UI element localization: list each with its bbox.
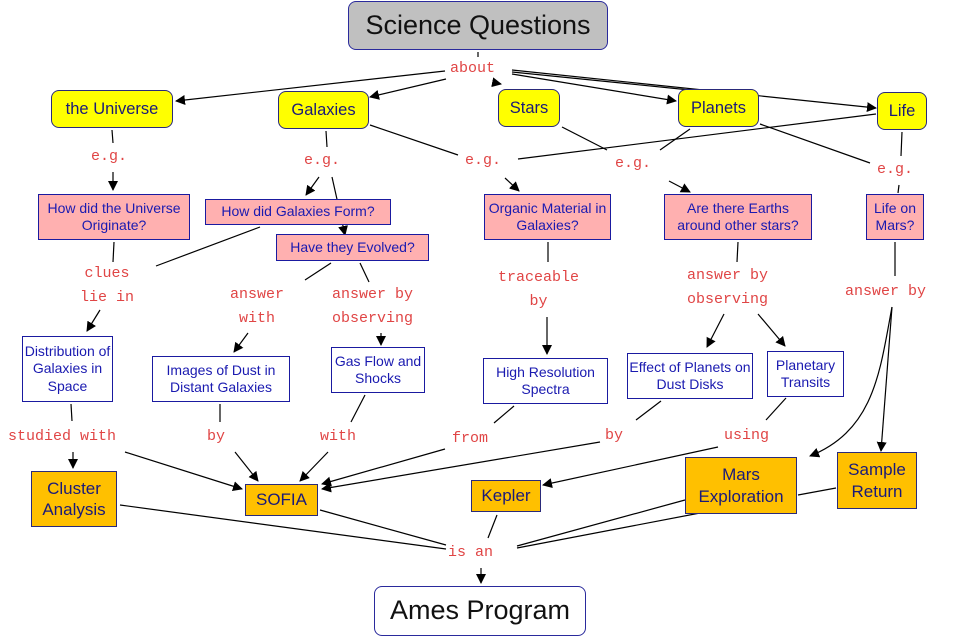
- link-label-eg-organic: e.g.: [465, 152, 502, 169]
- edge-kepler-isan: [487, 514, 498, 539]
- edge-from-sofia: [321, 448, 446, 487]
- edge-obs-transits: [757, 313, 786, 347]
- node-sample-return[interactable]: Sample Return: [837, 452, 917, 509]
- edge-galaxies-eg3: [369, 124, 459, 156]
- node-how-did-galaxies-form[interactable]: How did Galaxies Form?: [205, 199, 391, 225]
- link-label-with: with: [320, 428, 357, 445]
- edge-sofia-isan: [319, 509, 447, 546]
- node-mars-exploration[interactable]: Mars Exploration: [685, 457, 797, 514]
- edge-eg-q-earths: [668, 180, 691, 193]
- link-label-by-disks: by: [605, 427, 624, 444]
- edge-clues-distribution: [86, 309, 101, 332]
- edge-q-earths-answerby: [736, 241, 739, 263]
- node-earths-around-other-stars[interactable]: Are there Earths around other stars?: [664, 194, 812, 240]
- node-kepler[interactable]: Kepler: [471, 480, 541, 512]
- edge-obs-dustdisks: [706, 313, 725, 348]
- edge-transits-using: [765, 397, 787, 421]
- node-organic-material[interactable]: Organic Material in Galaxies?: [484, 194, 611, 240]
- node-planetary-transits[interactable]: Planetary Transits: [767, 351, 844, 397]
- node-sofia[interactable]: SOFIA: [245, 484, 318, 516]
- link-label-answer-by-observing-1: answer by observing: [332, 286, 414, 327]
- link-label-answer-with: answer with: [230, 286, 285, 327]
- node-galaxies[interactable]: Galaxies: [278, 91, 369, 129]
- link-label-from: from: [452, 430, 489, 447]
- link-label-eg-galaxies: e.g.: [304, 152, 341, 169]
- edge-about-stars: [491, 77, 502, 88]
- link-label-by-dust: by: [207, 428, 226, 445]
- link-label-about: about: [450, 60, 496, 77]
- edge-answerwith-dust: [233, 332, 249, 353]
- link-label-eg-life: e.g.: [877, 161, 914, 178]
- edge-q-evolved-answerby: [359, 262, 370, 283]
- link-label-traceable-by: traceable by: [498, 269, 580, 310]
- node-gas-flow-and-shocks[interactable]: Gas Flow and Shocks: [331, 347, 425, 393]
- link-label-using: using: [724, 427, 770, 444]
- edge-eg-q-organic: [504, 177, 520, 192]
- node-high-resolution-spectra[interactable]: High Resolution Spectra: [483, 358, 608, 404]
- edge-mars2-isan: [516, 512, 701, 549]
- node-ames-program[interactable]: Ames Program: [374, 586, 586, 636]
- edge-spectra-from: [493, 405, 515, 424]
- edge-by-sofia: [234, 451, 259, 482]
- edge-q-evolved-answerwith: [304, 262, 332, 281]
- node-how-did-universe-originate[interactable]: How did the Universe Originate?: [38, 194, 190, 240]
- node-science-questions[interactable]: Science Questions: [348, 1, 608, 50]
- node-have-they-evolved[interactable]: Have they Evolved?: [276, 234, 429, 261]
- edge-eg-q-life: [897, 184, 900, 194]
- link-label-answer-by: answer by: [845, 283, 927, 300]
- node-stars[interactable]: Stars: [498, 89, 560, 127]
- edge-gas-with: [350, 394, 366, 423]
- node-planets[interactable]: Planets: [678, 89, 759, 127]
- link-label-eg-earths: e.g.: [615, 155, 652, 172]
- link-label-answer-by-observing-2: answer by observing: [687, 267, 769, 308]
- node-life-on-mars[interactable]: Life on Mars?: [866, 194, 924, 240]
- edge-with-sofia: [299, 451, 329, 482]
- edge-planets-eg4: [659, 128, 691, 151]
- edge-eg-q-form: [305, 176, 320, 196]
- node-life[interactable]: Life: [877, 92, 927, 130]
- edge-about-galaxies: [369, 78, 447, 100]
- node-distribution-of-galaxies[interactable]: Distribution of Galaxies in Space: [22, 336, 113, 402]
- edge-studied-sofia: [124, 451, 243, 492]
- edge-sample-mars: [797, 487, 837, 496]
- edge-galaxies-eg: [325, 130, 328, 148]
- edge-planets-eg5: [759, 123, 871, 164]
- node-effect-of-planets-on-dust-disks[interactable]: Effect of Planets on Dust Disks: [627, 353, 753, 399]
- link-label-eg-universe: e.g.: [91, 148, 128, 165]
- node-images-of-dust[interactable]: Images of Dust in Distant Galaxies: [152, 356, 290, 402]
- edge-distribution-studied: [70, 403, 73, 422]
- edge-stars-eg4: [561, 126, 608, 151]
- link-label-clues-lie-in: clues lie in: [80, 265, 135, 306]
- edge-about-life-2: [511, 71, 691, 91]
- link-label-is-an: is an: [448, 544, 494, 561]
- edge-dustdisks-by: [635, 400, 662, 421]
- node-the-universe[interactable]: the Universe: [51, 90, 173, 128]
- edge-q-universe-clues: [112, 241, 115, 263]
- edge-mars-isan: [516, 499, 686, 547]
- node-cluster-analysis[interactable]: Cluster Analysis: [31, 471, 117, 527]
- edge-universe-eg: [111, 129, 114, 144]
- link-label-studied-with: studied with: [8, 428, 117, 445]
- edge-answerby-sample: [876, 306, 893, 452]
- edge-life-eg5: [900, 131, 903, 157]
